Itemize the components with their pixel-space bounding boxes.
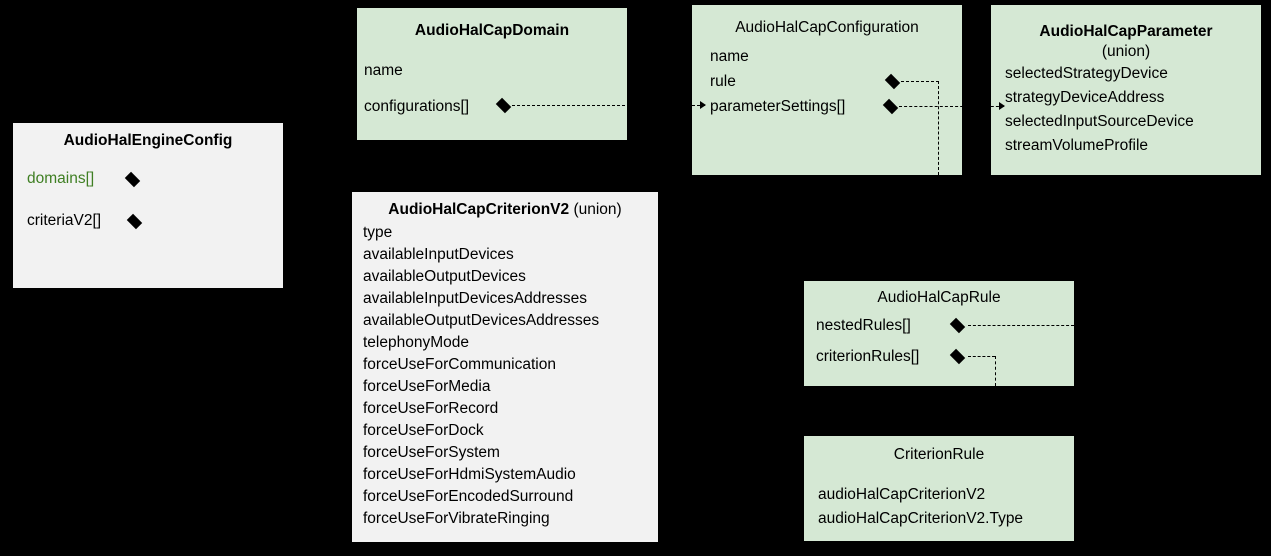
attribute-availableinputdevices: availableInputDevices bbox=[363, 246, 514, 263]
class-box-audio-hal-cap-domain[interactable]: AudioHalCapDomain name configurations[] bbox=[357, 8, 627, 140]
class-title-audio-hal-cap-rule: AudioHalCapRule bbox=[877, 289, 1001, 306]
class-box-audio-hal-cap-parameter[interactable]: AudioHalCapParameter (union) selectedStr… bbox=[991, 5, 1261, 175]
attribute-telephonymode: telephonyMode bbox=[363, 334, 469, 351]
attribute-configurations: configurations[] bbox=[364, 98, 470, 115]
connector-nestedrules-horizontal bbox=[968, 325, 1074, 326]
attribute-rule: rule bbox=[710, 73, 736, 90]
class-title-text: AudioHalCapCriterionV2 bbox=[388, 201, 570, 218]
connector-configurations-arrowhead bbox=[700, 101, 706, 109]
attribute-criterionrules: criterionRules[] bbox=[816, 348, 920, 365]
attribute-nestedrules: nestedRules[] bbox=[816, 317, 911, 334]
attribute-forceuseforvibrateringing: forceUseForVibrateRinging bbox=[363, 510, 550, 527]
attribute-configuration-name: name bbox=[710, 48, 749, 65]
class-title-audio-hal-engine-config: AudioHalEngineConfig bbox=[63, 132, 233, 149]
connector-rule-horizontal bbox=[901, 81, 939, 82]
attribute-selectedstrategydevice: selectedStrategyDevice bbox=[1005, 65, 1168, 82]
class-title-audio-hal-cap-domain: AudioHalCapDomain bbox=[414, 22, 570, 39]
attribute-streamvolumeprofile: streamVolumeProfile bbox=[1005, 137, 1149, 154]
connector-criterionrules-horizontal bbox=[968, 356, 995, 357]
attribute-audiohalcapcriterionv2: audioHalCapCriterionV2 bbox=[818, 486, 986, 503]
class-box-audio-hal-cap-criterion-v2[interactable]: AudioHalCapCriterionV2 (union) type avai… bbox=[352, 192, 658, 542]
attribute-forceuseforcommunication: forceUseForCommunication bbox=[363, 356, 556, 373]
attribute-forceuseforhdmisystemaudio: forceUseForHdmiSystemAudio bbox=[363, 466, 576, 483]
attribute-selectedinputsourcedevice: selectedInputSourceDevice bbox=[1005, 113, 1194, 130]
class-title-union: (union) bbox=[573, 201, 622, 218]
connector-rule-vertical bbox=[938, 81, 939, 175]
attribute-forceuseforrecord: forceUseForRecord bbox=[363, 400, 499, 417]
attribute-audiohalcapcriterionv2-type: audioHalCapCriterionV2.Type bbox=[818, 510, 1024, 527]
attribute-type: type bbox=[363, 224, 393, 241]
attribute-criteriav2: criteriaV2[] bbox=[27, 212, 102, 229]
attribute-forceuseforsystem: forceUseForSystem bbox=[363, 444, 500, 461]
class-box-criterion-rule[interactable]: CriterionRule audioHalCapCriterionV2 aud… bbox=[804, 436, 1074, 541]
connector-criterionrules-vertical bbox=[995, 356, 996, 386]
attribute-availableoutputdevices: availableOutputDevices bbox=[363, 268, 526, 285]
connector-configurations-horizontal bbox=[512, 105, 705, 106]
attribute-forceuseforencodedsurround: forceUseForEncodedSurround bbox=[363, 488, 574, 505]
connector-parametersettings-arrowhead bbox=[999, 102, 1005, 110]
attribute-strategydeviceaddress: strategyDeviceAddress bbox=[1005, 89, 1165, 106]
class-title-audio-hal-cap-configuration: AudioHalCapConfiguration bbox=[735, 19, 919, 36]
attribute-availableoutputdevicesaddresses: availableOutputDevicesAddresses bbox=[363, 312, 600, 329]
class-box-audio-hal-cap-configuration[interactable]: AudioHalCapConfiguration name rule param… bbox=[692, 5, 962, 175]
class-title-criterion-rule: CriterionRule bbox=[893, 446, 985, 463]
attribute-forceusefordock: forceUseForDock bbox=[363, 422, 484, 439]
class-subtitle-audio-hal-cap-parameter: (union) bbox=[1101, 43, 1151, 60]
class-title-audio-hal-cap-parameter: AudioHalCapParameter bbox=[1039, 23, 1213, 40]
class-box-audio-hal-cap-rule[interactable]: AudioHalCapRule nestedRules[] criterionR… bbox=[804, 281, 1074, 386]
attribute-forceuseformedia: forceUseForMedia bbox=[363, 378, 491, 395]
attribute-parametersettings: parameterSettings[] bbox=[710, 98, 846, 115]
attribute-domains: domains[] bbox=[27, 170, 95, 187]
class-title-audio-hal-cap-criterion-v2: AudioHalCapCriterionV2 (union) bbox=[352, 201, 658, 219]
attribute-availableinputdevicesaddresses: availableInputDevicesAddresses bbox=[363, 290, 588, 307]
class-box-audio-hal-engine-config[interactable]: AudioHalEngineConfig domains[] criteriaV… bbox=[13, 123, 283, 288]
attribute-domain-name: name bbox=[364, 62, 403, 79]
connector-parametersettings-horizontal bbox=[899, 106, 1004, 107]
